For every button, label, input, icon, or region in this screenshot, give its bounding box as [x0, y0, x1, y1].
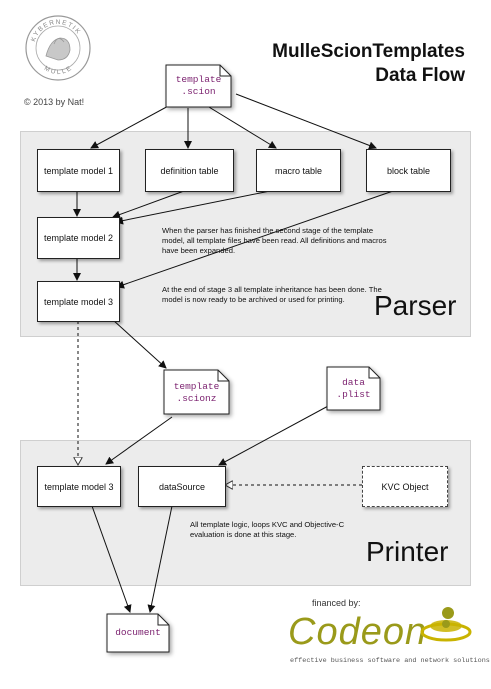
- box-template-model-1: template model 1: [37, 149, 120, 192]
- doc-document-label: document: [115, 627, 161, 638]
- parser-label: Parser: [374, 290, 457, 321]
- codeon-wordmark: Codeon: [288, 611, 428, 653]
- box-kvc-object-label: KVC Object: [381, 481, 429, 492]
- note-printer: All template logic, loops KVC and Object…: [190, 520, 345, 539]
- arrow-model3-to-scionz: [112, 319, 167, 369]
- box-template-model-1-label: template model 1: [43, 165, 114, 176]
- codeon-logo-icon: [420, 604, 472, 648]
- doc-template-scion: template .scion: [165, 64, 232, 108]
- arrow-scion-to-macro: [203, 103, 277, 149]
- doc-plist-line1: data: [342, 377, 365, 388]
- box-definition-table-label: definition table: [160, 165, 219, 176]
- doc-document: document: [106, 613, 170, 653]
- doc-template-scionz: template .scionz: [163, 369, 230, 415]
- box-datasource: dataSource: [138, 466, 226, 507]
- box-template-model-3-parser: template model 3: [37, 281, 120, 322]
- note-stage-3: At the end of stage 3 all template inher…: [162, 285, 382, 304]
- arrow-scion-to-block: [235, 93, 377, 150]
- arrow-definition-to-model2: [112, 190, 185, 219]
- arrow-plist-to-datasource: [218, 404, 331, 466]
- doc-scionz-line2: .scionz: [176, 393, 217, 404]
- financed-by-label: financed by:: [312, 598, 361, 608]
- box-template-model-3-printer: template model 3: [37, 466, 121, 507]
- box-macro-table: macro table: [256, 149, 341, 192]
- box-template-model-2: template model 2: [37, 217, 120, 259]
- note-stage-2: When the parser has finished the second …: [162, 226, 387, 255]
- printer-panel: [20, 440, 471, 586]
- arrow-block-to-model3: [116, 190, 394, 289]
- box-block-table-label: block table: [386, 165, 431, 176]
- doc-scion-line2: .scion: [181, 86, 216, 97]
- codeon-tagline: effective business software and network …: [290, 657, 490, 665]
- doc-scionz-line1: template: [173, 381, 220, 392]
- title-line-2: Data Flow: [375, 65, 465, 86]
- box-template-model-3-printer-label: template model 3: [44, 481, 114, 492]
- title-line-1: MulleScionTemplates: [272, 41, 465, 62]
- box-datasource-label: dataSource: [158, 481, 206, 492]
- arrow-scionz-to-printer-model3: [105, 416, 173, 465]
- doc-scion-line1: template: [175, 74, 222, 85]
- arrow-printer-model3-to-document: [91, 505, 132, 613]
- doc-data-plist: data .plist: [326, 366, 381, 411]
- copyright: © 2013 by Nat!: [24, 97, 85, 107]
- printer-label: Printer: [366, 536, 449, 567]
- arrow-scion-to-model1: [90, 103, 173, 149]
- arrow-macro-to-model2: [115, 190, 271, 225]
- diagram-title: MulleScionTemplates Data Flow: [272, 40, 465, 88]
- box-block-table: block table: [366, 149, 451, 192]
- doc-plist-line2: .plist: [336, 389, 371, 400]
- box-template-model-3-parser-label: template model 3: [43, 296, 114, 307]
- box-definition-table: definition table: [145, 149, 234, 192]
- box-macro-table-label: macro table: [274, 165, 323, 176]
- box-template-model-2-label: template model 2: [43, 233, 114, 243]
- box-kvc-object: KVC Object: [362, 466, 448, 507]
- kybernetik-seal-logo: KYBERNETIK MULLE: [24, 14, 92, 82]
- arrow-datasource-to-document: [147, 505, 173, 613]
